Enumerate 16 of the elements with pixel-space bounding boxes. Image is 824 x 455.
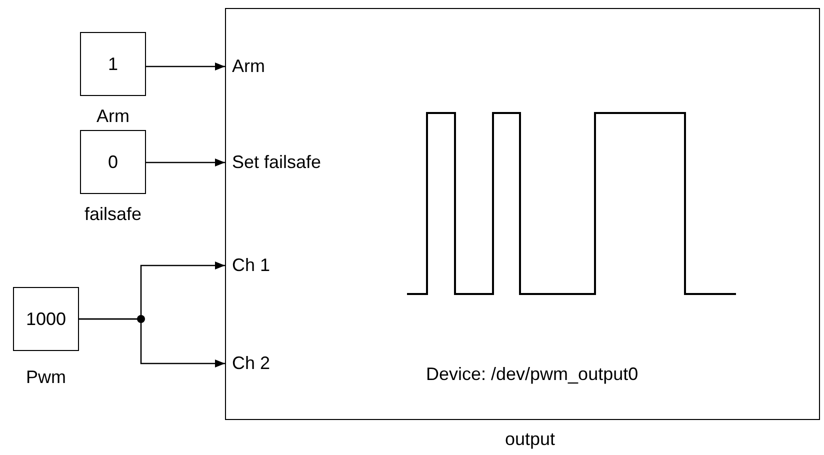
block-name: Pwm [26,367,66,388]
constant-block: 1000 [13,287,79,351]
block-name: Arm [96,106,130,127]
block-name: failsafe [84,204,142,225]
signal-arrow [79,318,225,368]
signal-arrow [146,158,225,166]
signal-arrow [146,62,225,70]
device-path-text: Device: /dev/pwm_output0 [426,364,638,385]
constant-block: 1 [80,32,146,96]
port-label: Ch 2 [232,353,270,374]
output-block [225,8,820,420]
constant-block: 0 [80,130,146,194]
block-name: output [504,429,556,450]
port-label: Set failsafe [232,152,322,173]
port-label: Arm [232,56,265,77]
port-label: Ch 1 [232,255,270,276]
